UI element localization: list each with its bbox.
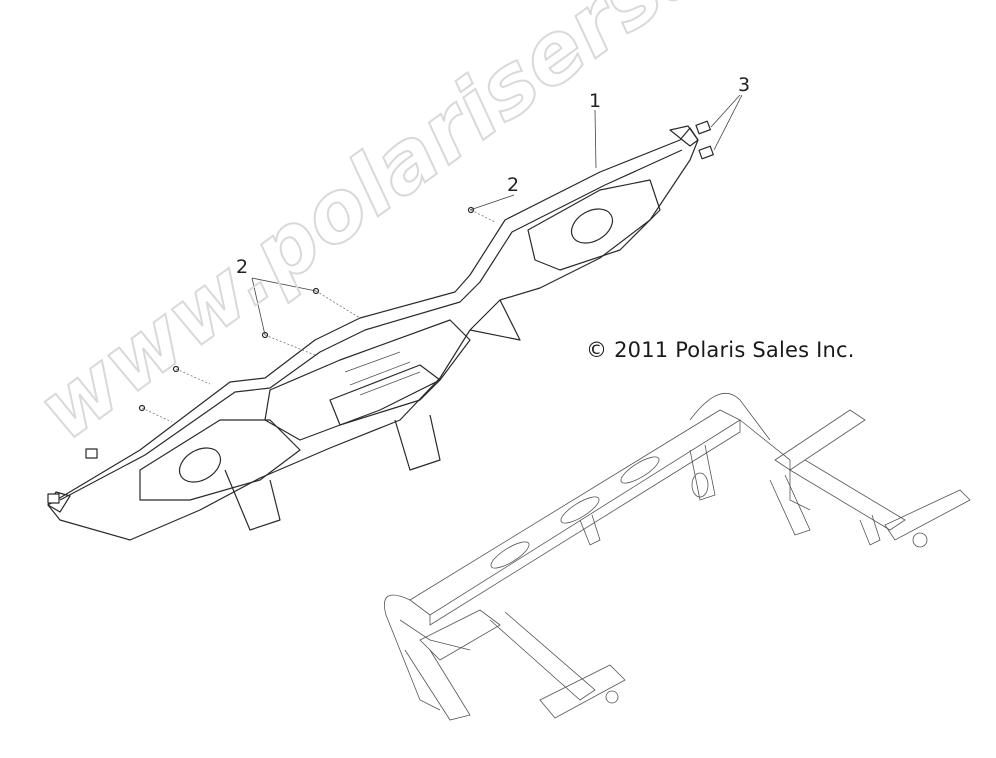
callout-3-label: 3 (738, 74, 751, 96)
chassis-frame (384, 392, 971, 721)
callout-2a-label: 2 (507, 174, 520, 196)
callout-1-label: 1 (589, 90, 602, 112)
callout-2b-label: 2 (236, 256, 249, 278)
clip-nuts-left (47, 448, 98, 504)
bumper-assembly (47, 125, 699, 541)
fasteners (138, 206, 496, 423)
clip-nuts-right (695, 120, 714, 160)
copyright-notice: © 2011 Polaris Sales Inc. (586, 338, 855, 362)
leader-lines (251, 94, 743, 336)
